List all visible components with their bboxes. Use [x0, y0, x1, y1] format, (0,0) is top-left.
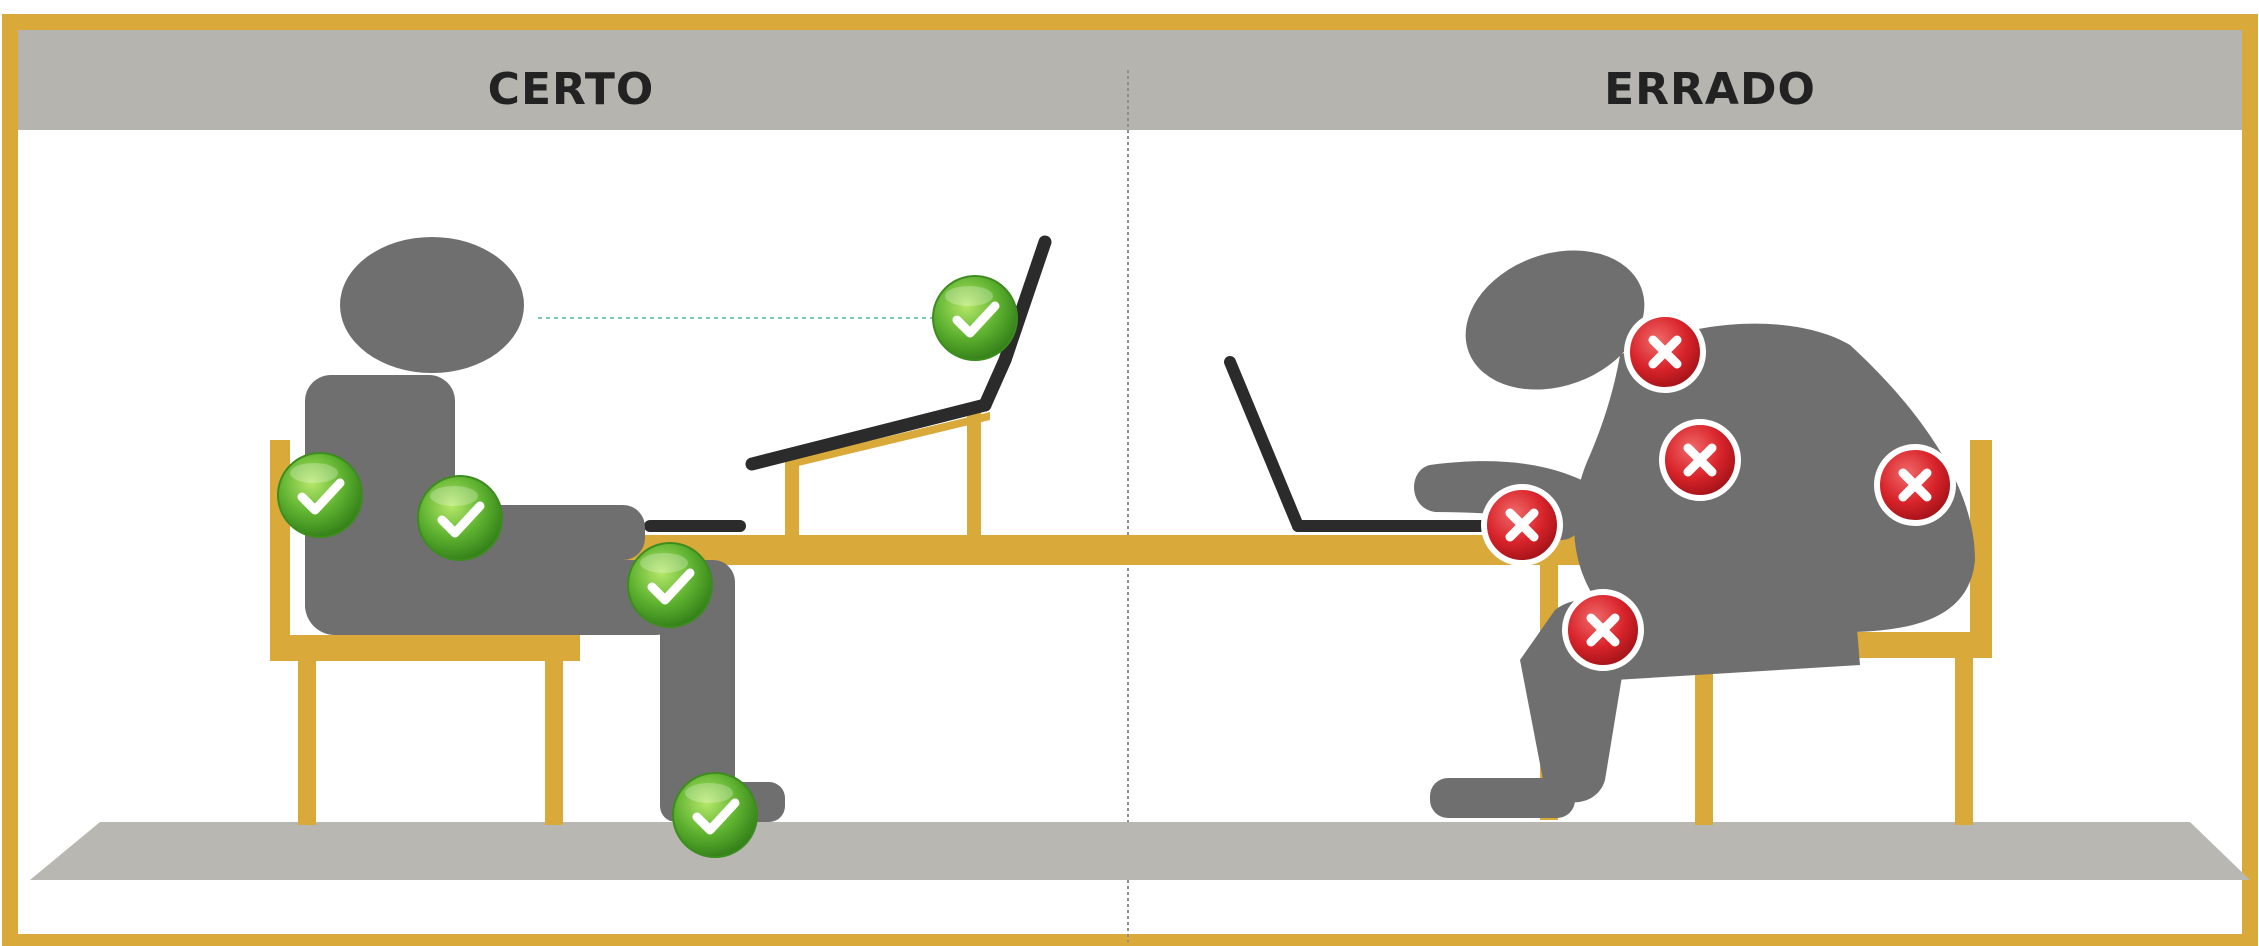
- check-icon: [418, 476, 502, 560]
- panel-title-right: ERRADO: [1604, 64, 1816, 115]
- x-icon: [1877, 447, 1953, 523]
- x-icon: [1627, 314, 1703, 390]
- check-icon: [628, 543, 712, 627]
- panel-title-left: CERTO: [488, 64, 655, 115]
- check-icon: [278, 453, 362, 537]
- x-icon: [1565, 592, 1641, 668]
- check-icon: [673, 773, 757, 857]
- check-icon: [933, 276, 1017, 360]
- header-band: [10, 22, 2250, 130]
- x-icon: [1662, 422, 1738, 498]
- x-icon: [1484, 487, 1560, 563]
- floor: [30, 822, 2250, 880]
